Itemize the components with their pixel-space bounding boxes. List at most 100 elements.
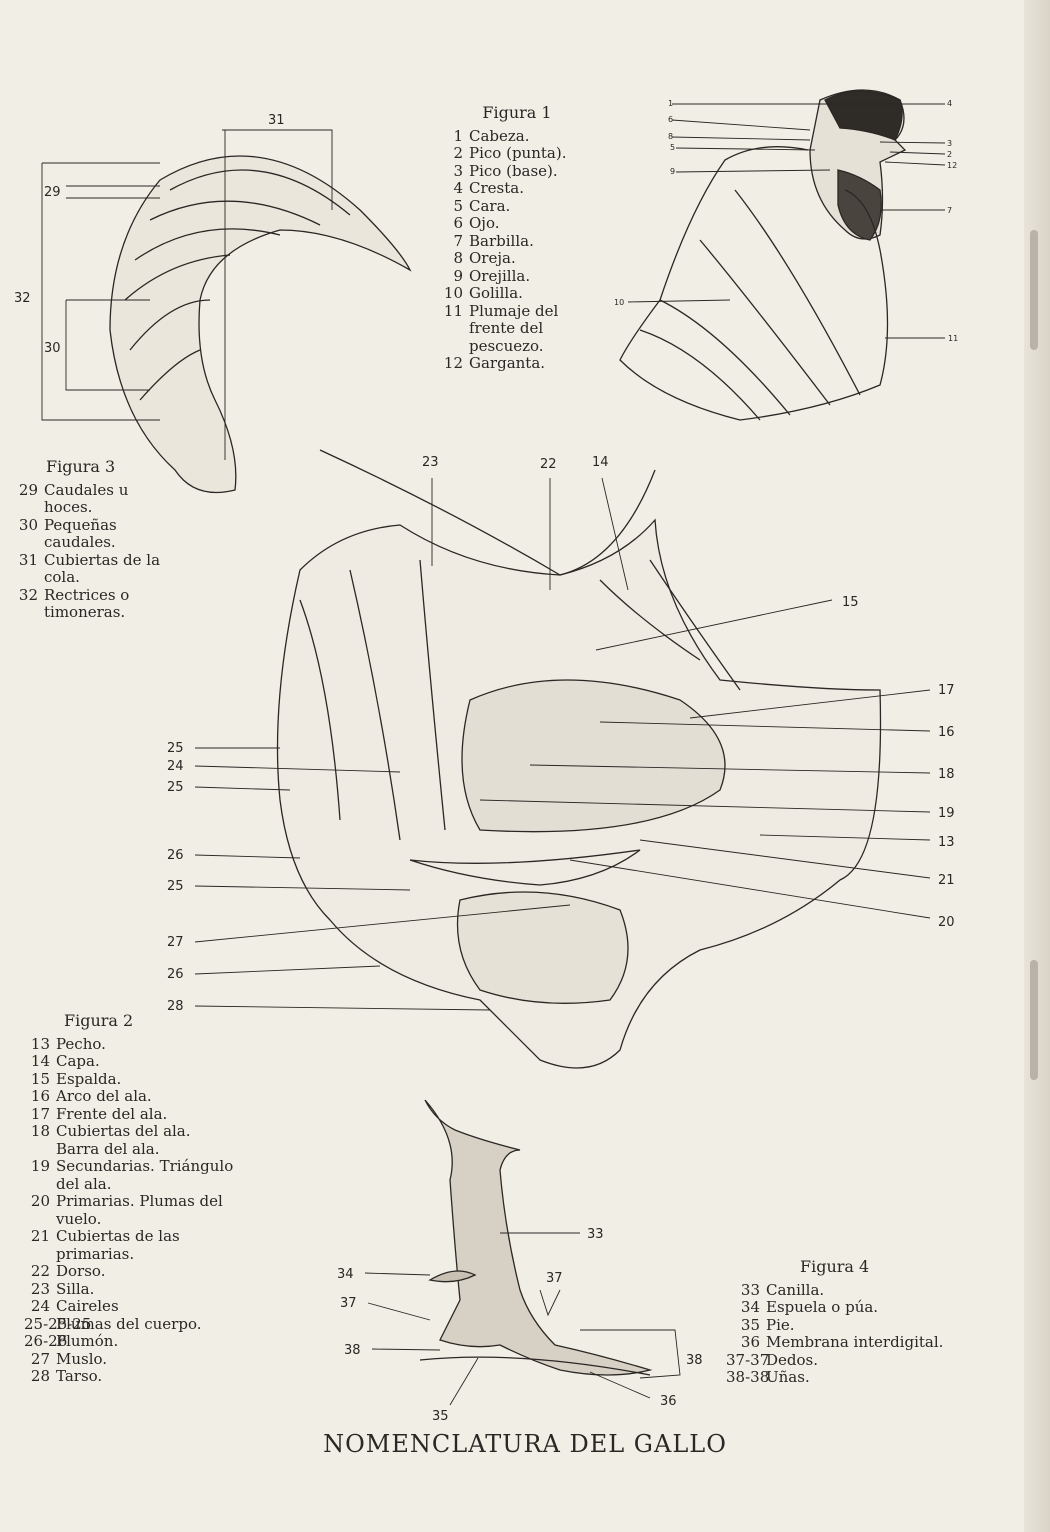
legend-item-text: Espalda. bbox=[56, 1069, 122, 1088]
legend-item-text: Plumas del cuerpo. bbox=[56, 1314, 202, 1333]
legend-item-number: 31 bbox=[18, 550, 38, 569]
legend-item-text: Cubiertas de las primarias. bbox=[56, 1227, 180, 1263]
legend-item-number: 5 bbox=[453, 196, 463, 215]
callout-leg-34: 34 bbox=[337, 1267, 354, 1282]
legend-item-number: 34 bbox=[740, 1298, 760, 1316]
callout-head-6: 6 bbox=[668, 115, 673, 124]
callout-leg-35: 35 bbox=[432, 1409, 449, 1424]
callout-body-19: 19 bbox=[938, 806, 955, 821]
rooster-head-drawing bbox=[619, 89, 907, 421]
callout-head-8: 8 bbox=[668, 132, 673, 141]
legend-item-text: Muslo. bbox=[56, 1349, 108, 1368]
legend-item-number: 19 bbox=[30, 1157, 50, 1175]
legend-item-number: 7 bbox=[453, 231, 463, 250]
legend-item: 28 Tarso. bbox=[24, 1367, 234, 1386]
legend-item-text: Oreja. bbox=[469, 249, 516, 267]
callout-tail-32: 32 bbox=[14, 291, 31, 306]
legend-item: 19 Secundarias. Triángulo del ala. bbox=[24, 1157, 234, 1193]
legend-item-text: Barbilla. bbox=[469, 231, 534, 250]
legend-item-text: Dedos. bbox=[766, 1350, 819, 1369]
callout-leg-38b: 38 bbox=[686, 1353, 703, 1368]
callout-body-21: 21 bbox=[938, 873, 955, 888]
legend-item-number: 12 bbox=[443, 354, 463, 372]
legend-item-number: 1 bbox=[453, 126, 463, 145]
callout-tail-31: 31 bbox=[268, 113, 285, 128]
rooster-body-drawing bbox=[276, 449, 882, 1069]
legend-item-text: Garganta. bbox=[469, 354, 546, 372]
legend-item-number: 18 bbox=[30, 1122, 50, 1140]
legend-item-number: 2 bbox=[453, 144, 463, 162]
legend-item-text: Pico (punta). bbox=[469, 144, 567, 162]
callout-head-12: 12 bbox=[947, 161, 957, 170]
legend-item-text: Caudales u hoces. bbox=[44, 480, 129, 516]
legend-item-text: Arco del ala. bbox=[56, 1087, 152, 1105]
legend-item-number: 27 bbox=[30, 1349, 50, 1368]
legend-item-text: Secundarias. Triángulo del ala. bbox=[56, 1157, 234, 1193]
callout-body-17: 17 bbox=[938, 683, 955, 698]
legend-item-number: 10 bbox=[443, 284, 463, 302]
legend-item-number: 13 bbox=[30, 1034, 50, 1053]
legend-item-number: 3 bbox=[453, 161, 463, 180]
legend-item: 33 Canilla. bbox=[726, 1280, 946, 1300]
legend-item-text: Golilla. bbox=[469, 284, 523, 302]
callout-head-2: 2 bbox=[947, 150, 952, 159]
callout-body-20: 20 bbox=[938, 915, 955, 930]
legend-item-text: Plumón. bbox=[56, 1332, 119, 1350]
legend-item-number: 23 bbox=[30, 1279, 50, 1298]
legend-item-number: 4 bbox=[453, 179, 463, 197]
legend-item-text: Pie. bbox=[766, 1315, 795, 1334]
callout-head-4: 4 bbox=[947, 99, 952, 108]
callout-body-26b: 26 bbox=[167, 967, 184, 982]
legend-item-text: Capa. bbox=[56, 1052, 100, 1070]
legend-item-text: Pequeñas caudales. bbox=[44, 515, 117, 551]
callout-leg-38a: 38 bbox=[344, 1343, 361, 1358]
legend-item-number: 11 bbox=[443, 301, 463, 320]
legend-item-text: Canilla. bbox=[766, 1280, 825, 1299]
legend-item-number: 21 bbox=[30, 1227, 50, 1245]
callout-body-24: 24 bbox=[167, 759, 184, 774]
legend-item-number: 37-37 bbox=[726, 1350, 770, 1369]
figure4-heading: Figura 4 bbox=[800, 1257, 870, 1276]
legend-item-number: 32 bbox=[18, 585, 38, 604]
callout-leg-33: 33 bbox=[587, 1227, 604, 1242]
legend-item-number: 33 bbox=[740, 1280, 760, 1299]
legend-item-number: 26-26 bbox=[24, 1332, 68, 1350]
callout-body-25a: 25 bbox=[167, 741, 184, 756]
legend-item-number: 16 bbox=[30, 1087, 50, 1105]
legend-item-number: 24 bbox=[30, 1297, 50, 1315]
legend-item: 10 Golilla. bbox=[437, 284, 597, 303]
legend-item-number: 15 bbox=[30, 1069, 50, 1088]
callout-head-7: 7 bbox=[947, 206, 952, 215]
legend-item-number: 36 bbox=[740, 1333, 760, 1351]
figure1-heading: Figura 1 bbox=[482, 103, 552, 122]
legend-item-number: 29 bbox=[18, 480, 38, 499]
callout-leg-37a: 37 bbox=[546, 1271, 563, 1286]
callout-body-28: 28 bbox=[167, 999, 184, 1014]
legend-item-number: 28 bbox=[30, 1367, 50, 1385]
callout-head-5: 5 bbox=[670, 143, 675, 152]
staple bbox=[1030, 230, 1038, 350]
legend-item-text: Tarso. bbox=[56, 1367, 103, 1385]
callout-body-23: 23 bbox=[422, 455, 439, 470]
callout-head-3: 3 bbox=[947, 139, 952, 148]
callout-body-18: 18 bbox=[938, 767, 955, 782]
